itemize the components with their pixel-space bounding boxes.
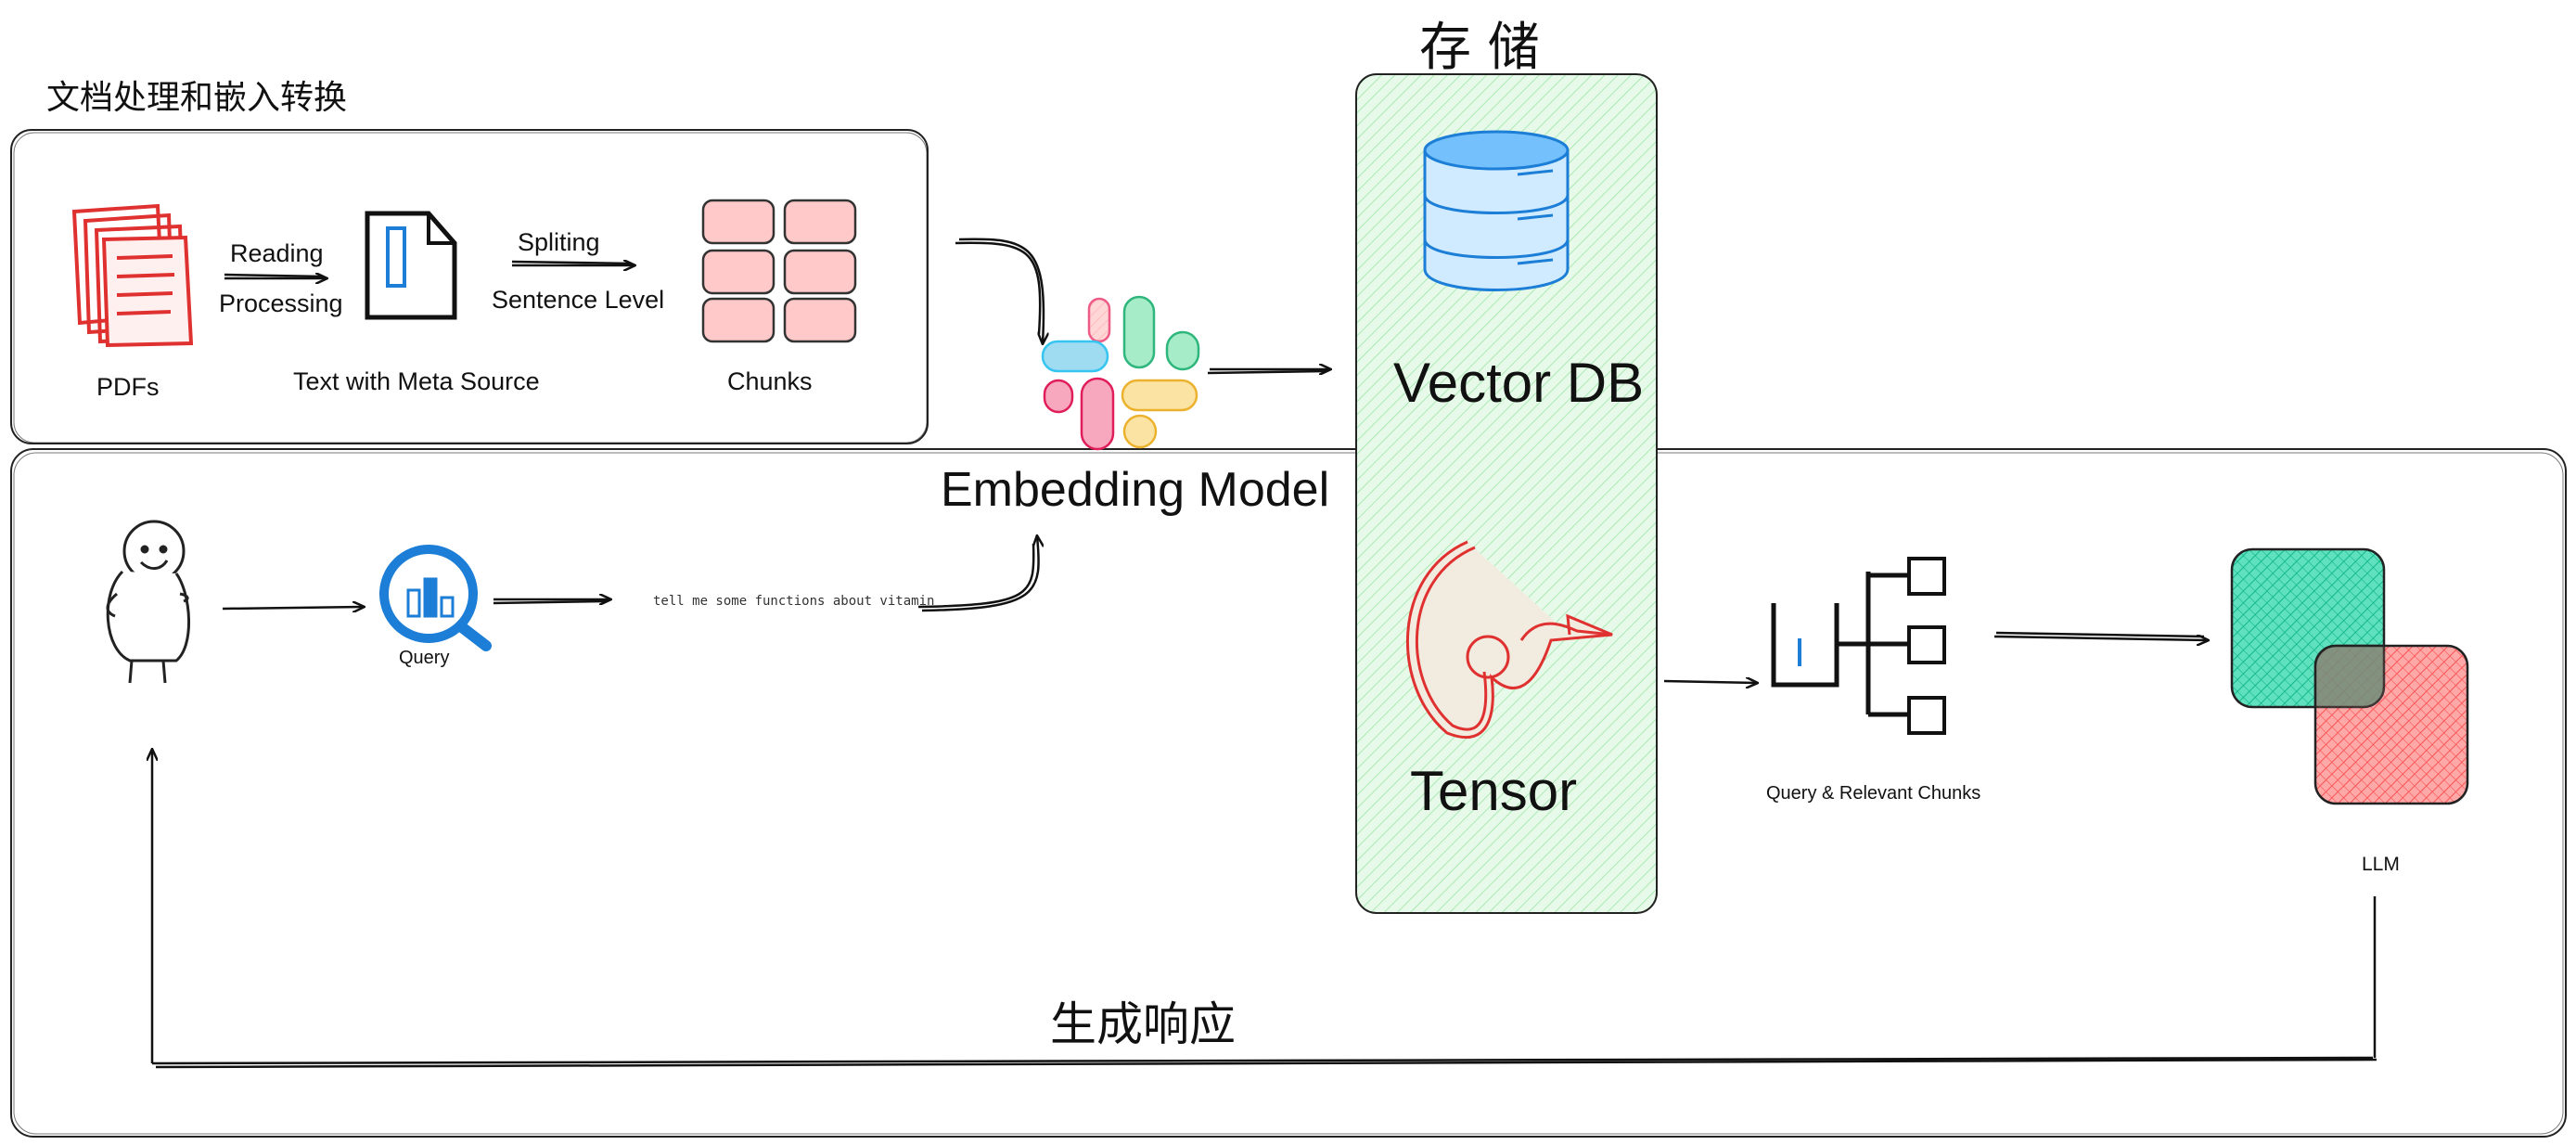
sentence-level-label: Sentence Level [492, 286, 665, 314]
query-label: Query [399, 648, 450, 668]
database-icon [1423, 130, 1570, 291]
chunks-icon [701, 199, 857, 343]
query-search-icon [379, 545, 492, 651]
pdf-icon [71, 203, 194, 348]
relevant-chunks-icon [1771, 557, 1946, 735]
response-title: 生成响应 [1050, 997, 1236, 1051]
tensor-logo [1405, 540, 1613, 740]
query-arrows [222, 536, 2208, 683]
user-avatar [106, 520, 191, 684]
chunks-label: Chunks [727, 367, 813, 395]
processing-label: Processing [219, 289, 343, 317]
tensor-label: Tensor [1410, 760, 1578, 822]
document-icon [365, 211, 457, 320]
embedding-model-label: Embedding Model [941, 463, 1330, 517]
reading-label: Reading [230, 239, 324, 267]
pdfs-label: PDFs [96, 373, 160, 401]
doc-processing-frame [10, 129, 929, 444]
pipeline-arrows [224, 238, 1330, 373]
relevant-chunks-label: Query & Relevant Chunks [1766, 783, 1981, 804]
storage-title: 存 储 [1419, 18, 1540, 78]
response-loop-arrow [152, 750, 2377, 1069]
vector-db-label: Vector DB [1393, 352, 1645, 414]
llm-label: LLM [2362, 854, 2400, 875]
spliting-label: Spliting [518, 228, 600, 256]
doc-processing-title: 文档处理和嵌入转换 [46, 79, 348, 117]
embedding-model-logo [1041, 295, 1200, 451]
llm-icon [2230, 547, 2469, 805]
query-text: tell me some functions about vitamin [653, 594, 935, 609]
text-meta-label: Text with Meta Source [293, 367, 540, 395]
response-frame [10, 448, 2567, 1138]
